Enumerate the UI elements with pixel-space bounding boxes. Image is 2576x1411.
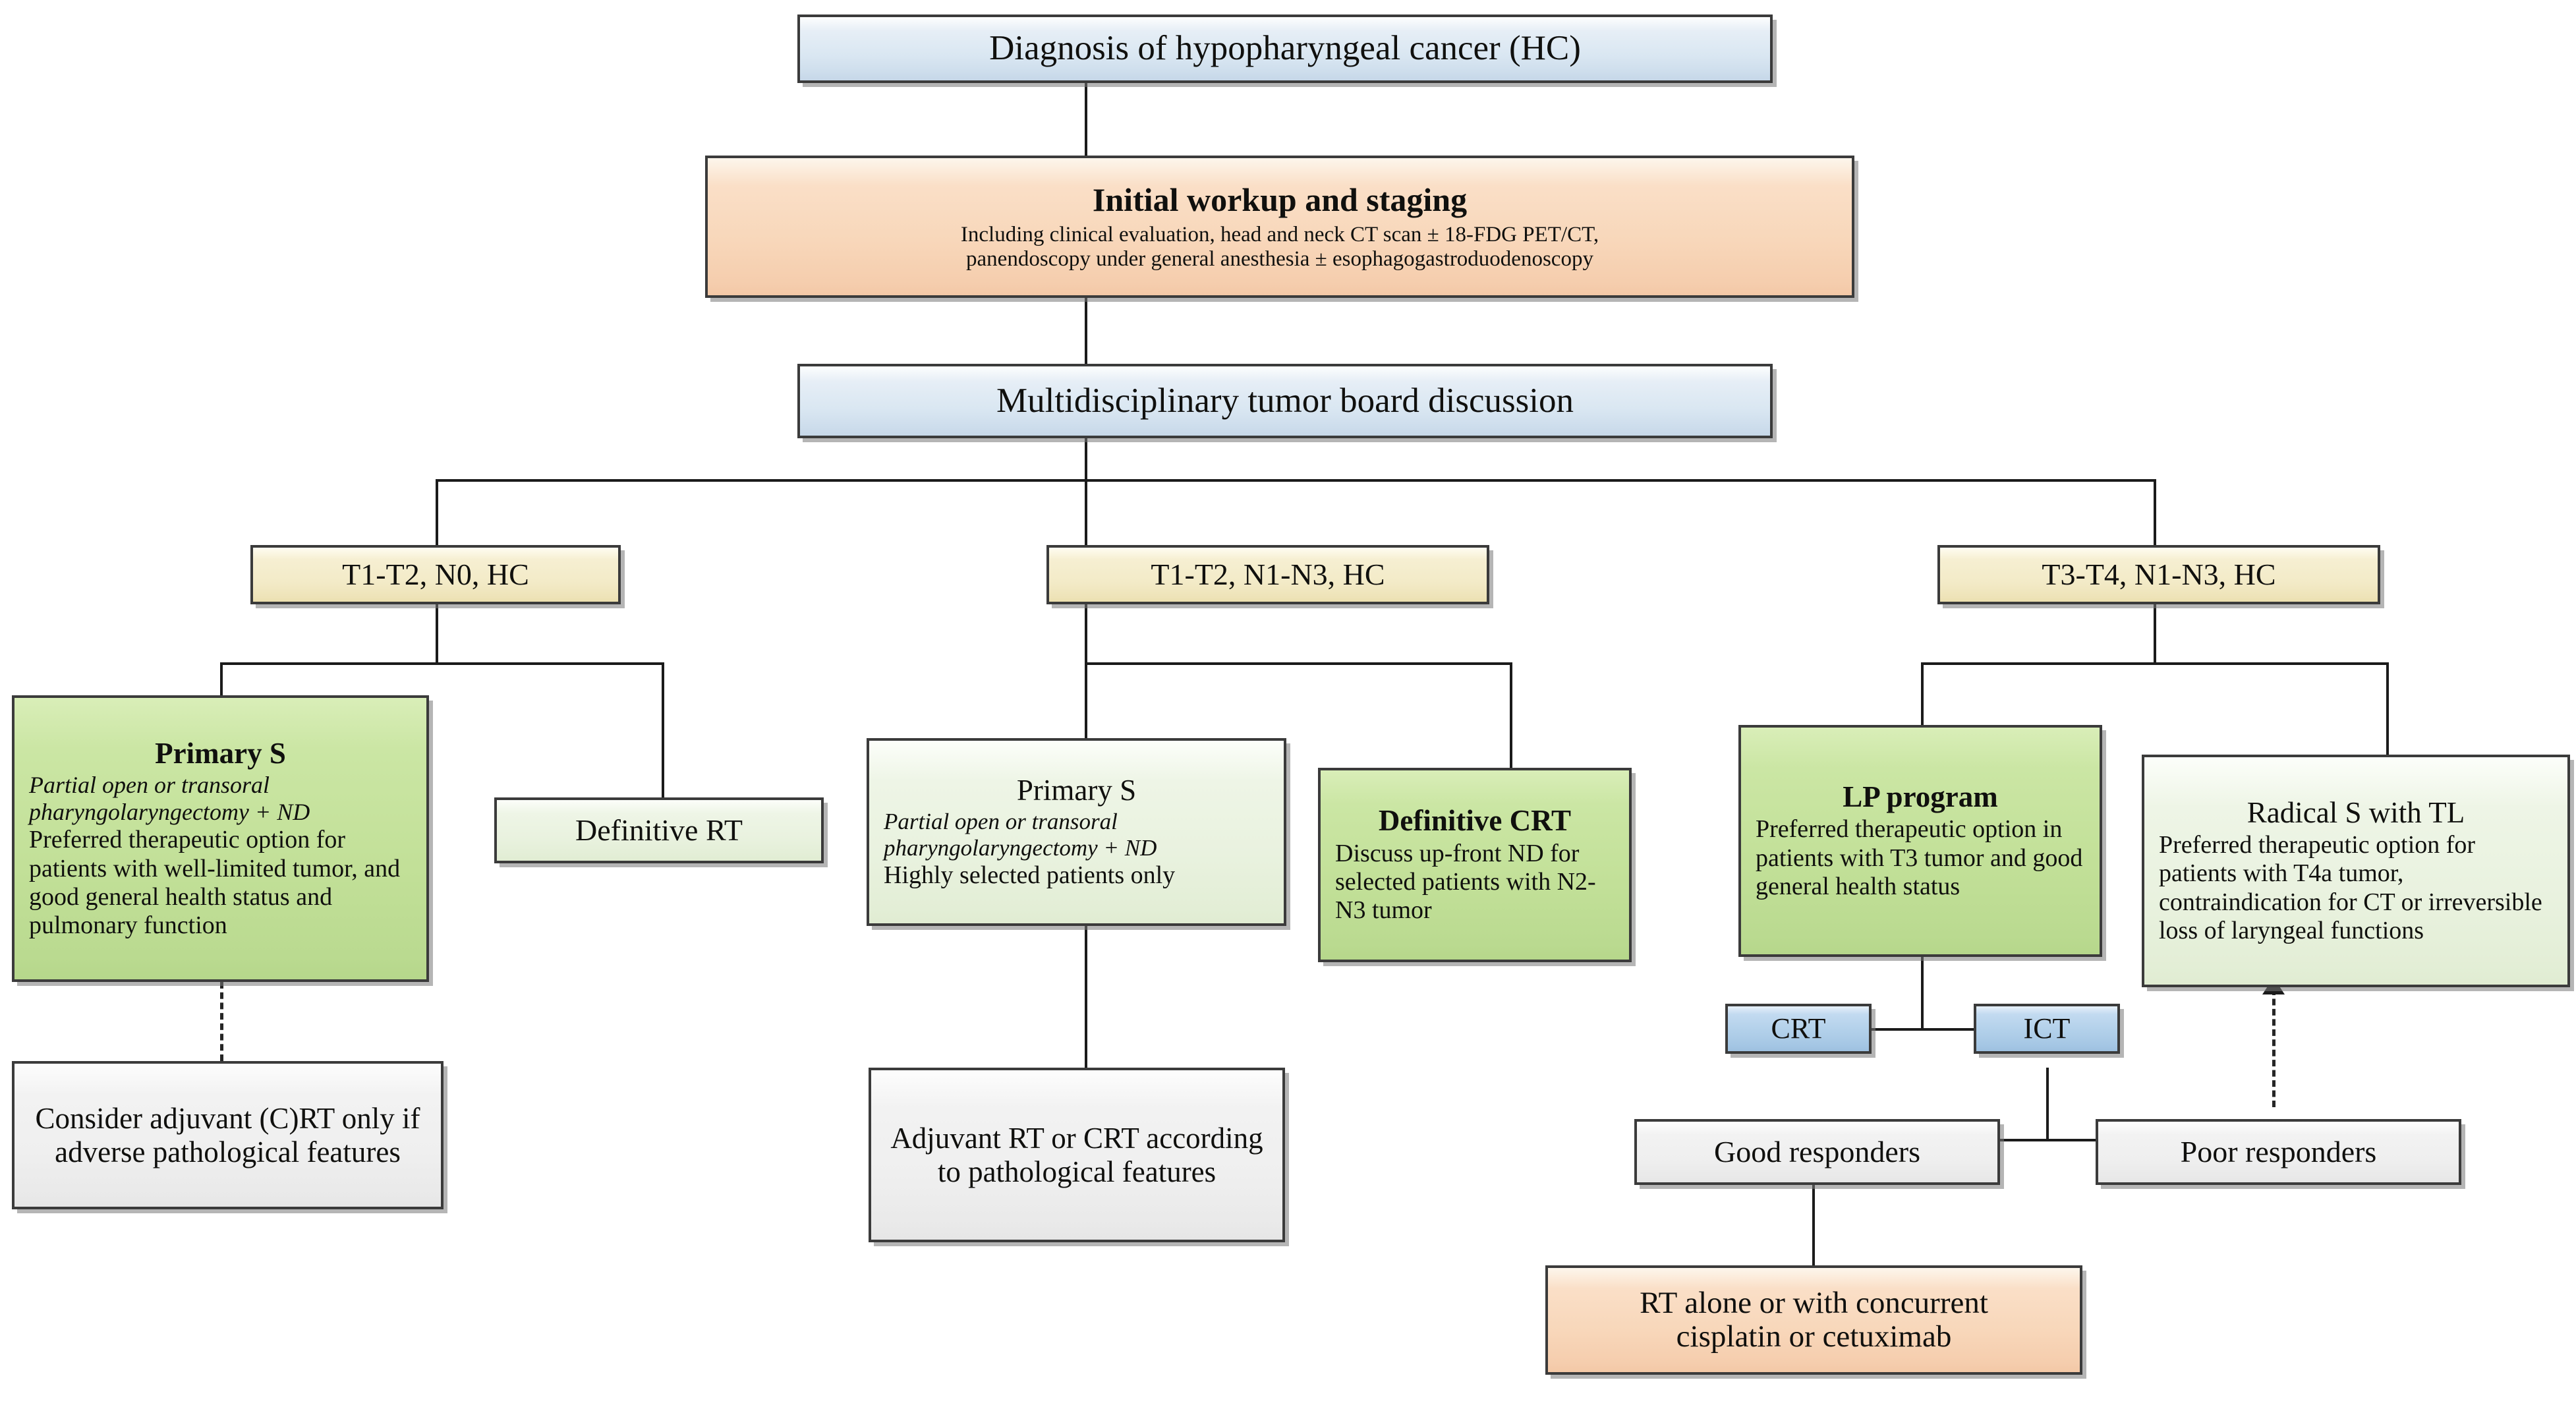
connector-split-to-stage-right	[2154, 479, 2156, 545]
connector-lp-to-modality-bar	[1921, 957, 1924, 1029]
node-rt-alone[interactable]: RT alone or with concurrent cisplatin or…	[1545, 1265, 2082, 1375]
connector-split-to-stage-left	[436, 479, 438, 545]
node-lp-program[interactable]: LP program Preferred therapeutic option …	[1738, 725, 2102, 957]
connector-mid-to-definitive-crt	[1510, 662, 1512, 768]
node-consider-adjuvant[interactable]: Consider adjuvant (C)RT only if adverse …	[12, 1061, 444, 1209]
node-stage-t1t2-n0[interactable]: T1-T2, N0, HC	[250, 545, 621, 604]
node-initial-workup-line1: Including clinical evaluation, head and …	[960, 223, 1599, 247]
node-rt-alone-line2: cisplatin or cetuximab	[1676, 1319, 1952, 1354]
connector-left-branch-bar	[220, 662, 664, 665]
node-radical-s-with-tl[interactable]: Radical S with TL Preferred therapeutic …	[2142, 755, 2570, 987]
node-tumor-board-title: Multidisciplinary tumor board discussion	[996, 381, 1574, 420]
connector-left-to-definitive-rt	[662, 662, 664, 797]
node-initial-workup-line2: panendoscopy under general anesthesia ± …	[966, 247, 1593, 271]
connector-primary-s-to-consider-adjuvant	[220, 982, 223, 1061]
node-stage-t1t2-n0-title: T1-T2, N0, HC	[342, 558, 529, 592]
node-stage-t3t4-n1n3[interactable]: T3-T4, N1-N3, HC	[1937, 545, 2380, 604]
node-crt-title: CRT	[1771, 1012, 1826, 1045]
node-initial-workup-title: Initial workup and staging	[1092, 181, 1468, 219]
node-crt[interactable]: CRT	[1725, 1004, 1872, 1054]
node-definitive-crt-title: Definitive CRT	[1378, 804, 1572, 838]
connector-mid-to-primary-s	[1085, 662, 1087, 738]
node-diagnosis[interactable]: Diagnosis of hypopharyngeal cancer (HC)	[797, 14, 1773, 83]
connector-stage-mid-down	[1085, 604, 1087, 662]
connector-mid-branch-bar	[1085, 662, 1512, 665]
connector-right-to-radical-s	[2386, 662, 2389, 755]
connector-workup-to-tumorboard	[1085, 298, 1087, 364]
node-primary-s-mid[interactable]: Primary S Partial open or transoral phar…	[867, 738, 1286, 926]
connector-good-responders-down	[1812, 1185, 1815, 1265]
node-definitive-crt[interactable]: Definitive CRT Discuss up-front ND for s…	[1318, 768, 1632, 962]
connector-poor-responders-to-radical-s	[2272, 989, 2275, 1107]
node-stage-t1t2-n1n3-title: T1-T2, N1-N3, HC	[1151, 558, 1385, 592]
node-consider-adjuvant-body: Consider adjuvant (C)RT only if adverse …	[35, 1102, 420, 1168]
node-primary-s-left[interactable]: Primary S Partial open or transoral phar…	[12, 695, 429, 982]
connector-tumorboard-down	[1085, 438, 1087, 479]
connector-right-branch-bar	[1921, 662, 2389, 665]
node-stage-t3t4-n1n3-title: T3-T4, N1-N3, HC	[2042, 558, 2276, 592]
node-stage-t1t2-n1n3[interactable]: T1-T2, N1-N3, HC	[1046, 545, 1489, 604]
connector-responders-bar	[1904, 1139, 2122, 1141]
node-radical-s-with-tl-body: Preferred therapeutic option for patient…	[2159, 831, 2542, 945]
node-poor-responders[interactable]: Poor responders	[2096, 1119, 2461, 1185]
node-initial-workup[interactable]: Initial workup and staging Including cli…	[705, 156, 1854, 298]
node-ict[interactable]: ICT	[1974, 1004, 2120, 1054]
node-definitive-crt-body: Discuss up-front ND for selected patient…	[1335, 839, 1596, 925]
connector-primary-s-mid-to-adjuvant	[1085, 926, 1087, 1068]
node-primary-s-left-italic2: pharyngolaryngectomy + ND	[29, 799, 310, 826]
node-diagnosis-title: Diagnosis of hypopharyngeal cancer (HC)	[989, 29, 1581, 68]
node-tumor-board[interactable]: Multidisciplinary tumor board discussion	[797, 364, 1773, 438]
connector-diagnosis-to-workup	[1085, 83, 1087, 156]
node-adjuvant-rt-crt[interactable]: Adjuvant RT or CRT according to patholog…	[869, 1068, 1285, 1242]
node-primary-s-mid-title: Primary S	[1016, 773, 1137, 807]
node-primary-s-mid-body: Highly selected patients only	[884, 861, 1176, 890]
connector-stage-left-down	[436, 604, 438, 662]
node-primary-s-mid-italic2: pharyngolaryngectomy + ND	[884, 835, 1157, 861]
node-good-responders-title: Good responders	[1714, 1135, 1920, 1169]
node-lp-program-title: LP program	[1843, 780, 1998, 813]
node-primary-s-left-body: Preferred therapeutic option for patient…	[29, 826, 401, 940]
node-lp-program-body: Preferred therapeutic option in patients…	[1756, 815, 2083, 900]
node-adjuvant-rt-crt-body: Adjuvant RT or CRT according to patholog…	[890, 1122, 1263, 1188]
node-primary-s-left-italic1: Partial open or transoral	[29, 772, 270, 799]
connector-right-to-lp-program	[1921, 662, 1924, 725]
node-definitive-rt-title: Definitive RT	[575, 813, 743, 848]
connector-stage-split-bar	[436, 479, 2156, 482]
node-radical-s-with-tl-title: Radical S with TL	[2247, 795, 2465, 829]
connector-crt-ict-bar	[1811, 1028, 2092, 1031]
connector-ict-down	[2046, 1068, 2049, 1140]
connector-left-to-primary-s	[220, 662, 223, 695]
node-good-responders[interactable]: Good responders	[1634, 1119, 2000, 1185]
node-primary-s-left-title: Primary S	[155, 736, 286, 770]
node-ict-title: ICT	[2023, 1012, 2071, 1045]
connector-split-to-stage-mid	[1085, 479, 1087, 545]
node-poor-responders-title: Poor responders	[2180, 1135, 2377, 1169]
node-primary-s-mid-italic1: Partial open or transoral	[884, 809, 1118, 835]
node-definitive-rt[interactable]: Definitive RT	[494, 797, 824, 863]
connector-stage-right-down	[2154, 604, 2156, 662]
node-rt-alone-line1: RT alone or with concurrent	[1640, 1286, 1988, 1321]
